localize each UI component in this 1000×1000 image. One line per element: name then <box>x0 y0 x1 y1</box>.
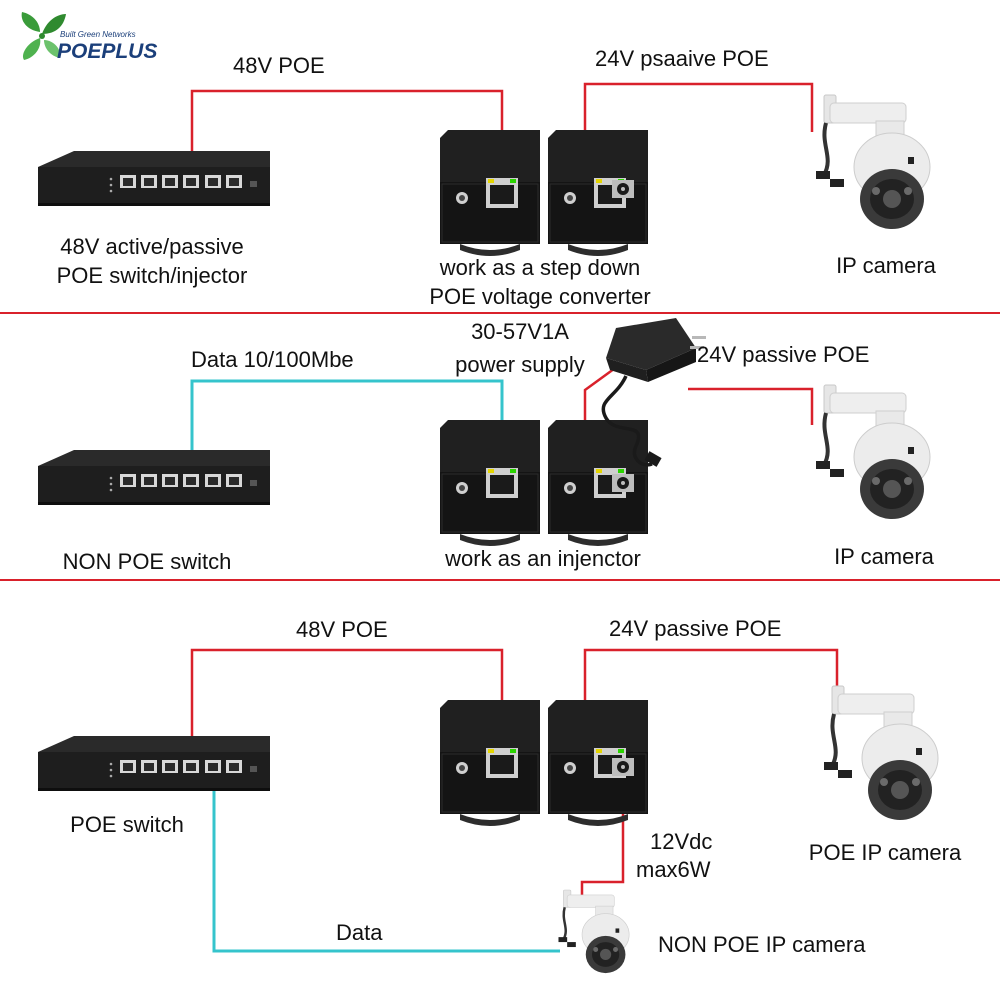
non-poe-ip-camera-device <box>557 888 631 975</box>
section-step-down: 48V POE 24V psaaive POE 48V active/passi… <box>38 46 937 309</box>
dc-label-line2: max6W <box>636 857 711 882</box>
logo-tagline: Built Green Networks <box>60 30 136 39</box>
switch-label-line1: 48V active/passive <box>60 234 243 259</box>
dc-12v-cable <box>580 778 625 907</box>
dc-jack <box>612 474 634 492</box>
psu-label-line2: power supply <box>455 352 585 377</box>
leaf-logo-mark <box>21 12 66 60</box>
label-24v-poe: 24V passive POE <box>697 342 869 367</box>
dc-jack <box>612 758 634 776</box>
section-injector: Data 10/100Mbe 30-57V1A power supply 24V… <box>38 316 935 574</box>
data-cable <box>212 775 560 953</box>
poe-24v-cable <box>688 387 814 425</box>
label-24v-poe: 24V psaaive POE <box>595 46 769 71</box>
converter-input-unit <box>439 129 541 257</box>
psu-label-line1: 30-57V1A <box>471 319 569 344</box>
logo-name: POEPLUS <box>57 40 157 63</box>
ip-camera-device <box>814 93 932 231</box>
poeplus-logo: Built Green Networks POEPLUS <box>21 12 157 63</box>
label-48v-poe: 48V POE <box>233 53 325 78</box>
non-poe-camera-label: NON POE IP camera <box>658 932 866 957</box>
non-poe-switch-device <box>38 450 270 505</box>
ip-camera-device <box>814 383 932 521</box>
section-poe-and-non-poe: 48V POE 24V passive POE POE switch 12Vdc… <box>38 616 962 975</box>
camera-label: IP camera <box>836 253 937 278</box>
dc-label-line1: 12Vdc <box>650 829 712 854</box>
poe-switch-device <box>38 736 270 791</box>
camera-label: IP camera <box>834 544 935 569</box>
converter-label-line2: POE voltage converter <box>429 284 650 309</box>
converter-label-line1: work as a step down <box>439 255 641 280</box>
label-data: Data <box>336 920 383 945</box>
switch-label-line2: POE switch/injector <box>57 263 248 288</box>
label-48v-poe: 48V POE <box>296 617 388 642</box>
converter-input-unit <box>439 699 541 827</box>
dc-jack <box>612 180 634 198</box>
injector-label: work as an injenctor <box>444 546 641 571</box>
poe-camera-label: POE IP camera <box>809 840 962 865</box>
poe-switch-device <box>38 151 270 206</box>
switch-label: NON POE switch <box>63 549 232 574</box>
label-24v-poe: 24V passive POE <box>609 616 781 641</box>
label-data: Data 10/100Mbe <box>191 347 354 372</box>
switch-label: POE switch <box>70 812 184 837</box>
injector-input-unit <box>439 419 541 547</box>
poe-ip-camera-device <box>822 684 940 822</box>
